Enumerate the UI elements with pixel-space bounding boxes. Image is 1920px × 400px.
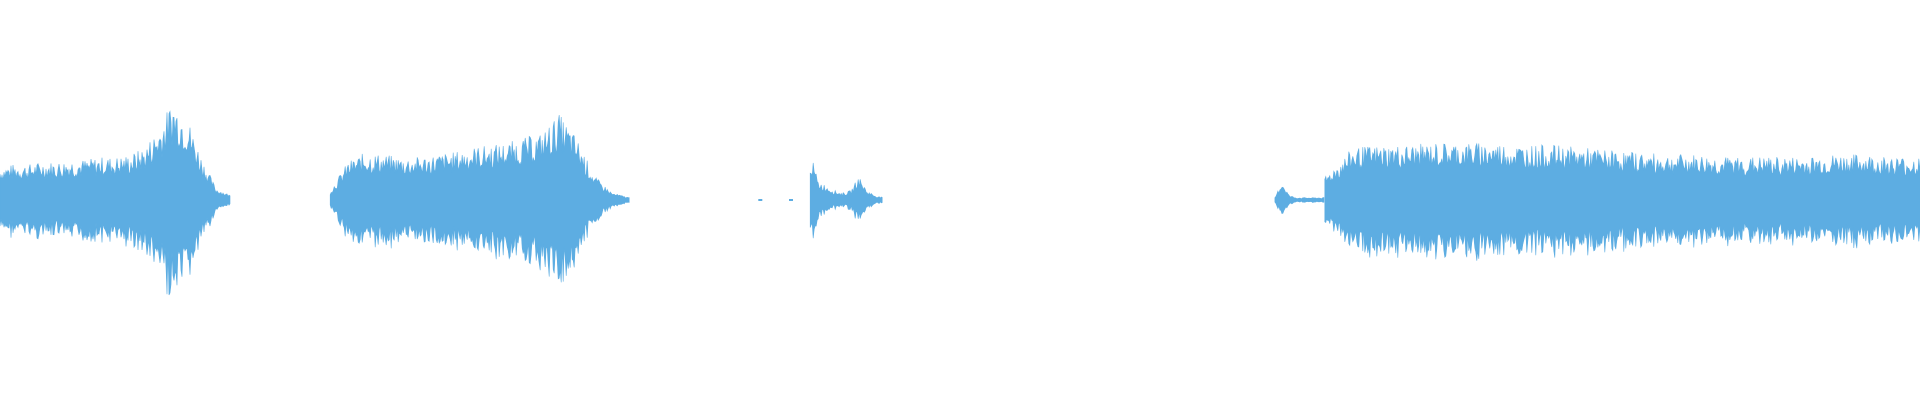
waveform-segment (1274, 186, 1325, 214)
waveform-segment (809, 162, 883, 239)
waveform-speck (758, 199, 763, 201)
waveform-speck (623, 199, 628, 201)
waveform-segment (329, 115, 630, 283)
waveform-group (0, 110, 1920, 296)
waveform-segment (0, 110, 231, 296)
waveform-segment (1324, 142, 1920, 261)
waveform-speck (789, 199, 793, 201)
